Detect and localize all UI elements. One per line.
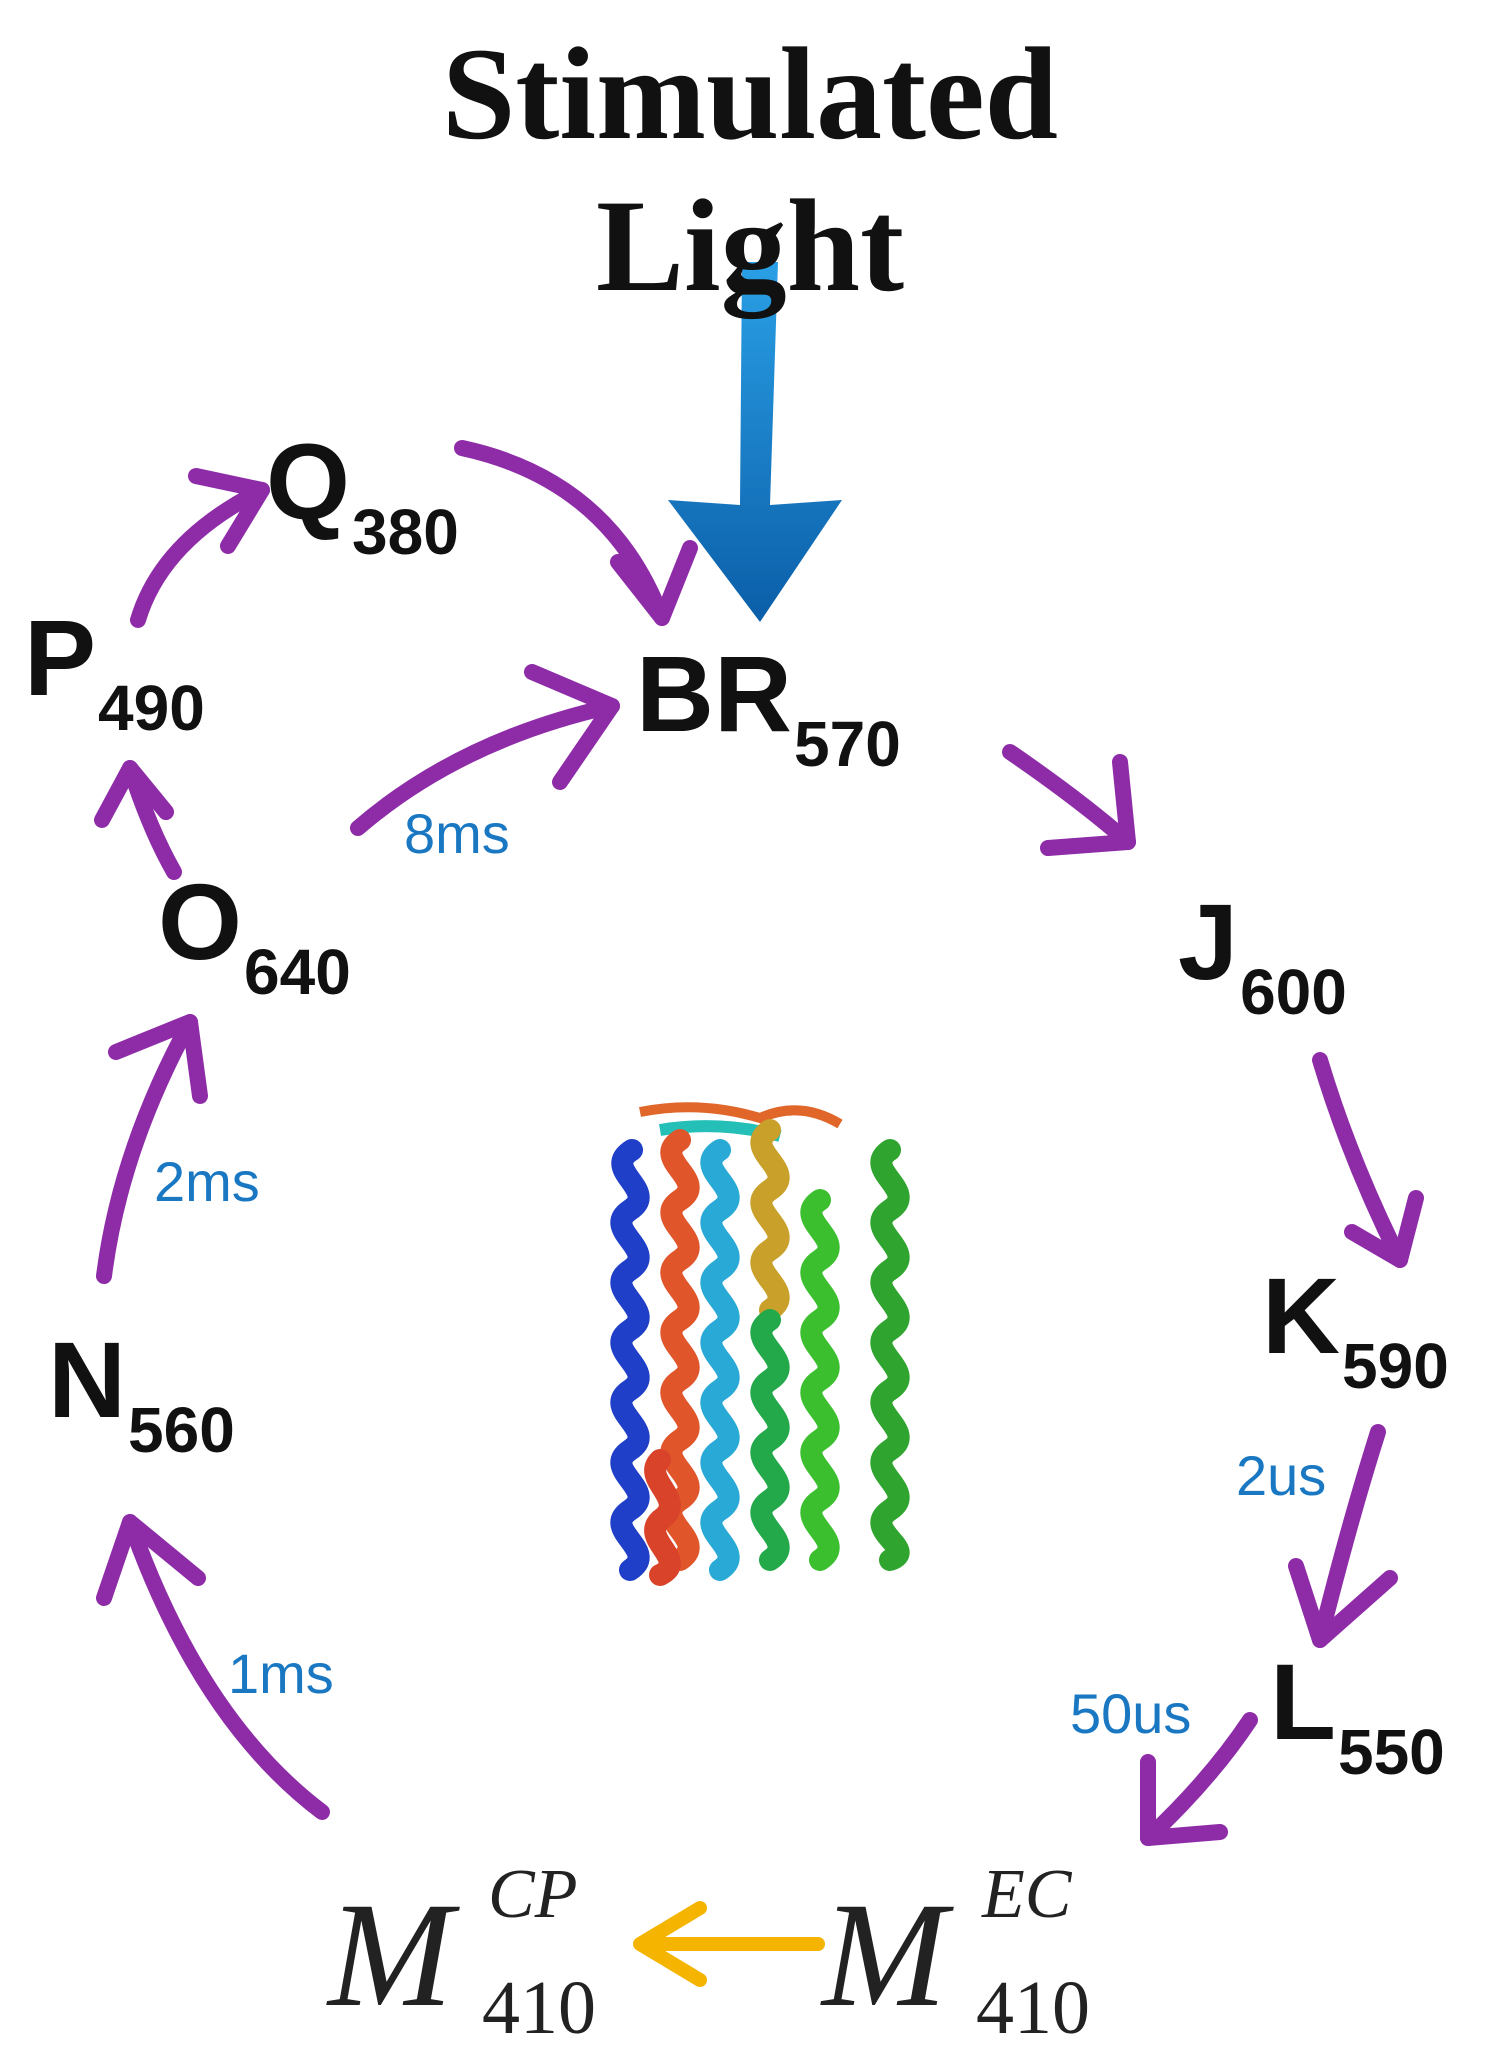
state-q: Q380	[266, 428, 459, 565]
state-m-cp-label: M	[328, 1872, 453, 2038]
state-m-cp-wavelength: 410	[482, 1966, 596, 2050]
time-k-to-l: 2us	[1236, 1444, 1327, 1507]
state-p-label: P	[24, 597, 97, 718]
state-o-label: O	[158, 861, 243, 982]
state-n-label: N	[48, 1319, 126, 1440]
arrow-n-to-o	[96, 1014, 208, 1284]
arrow-q-to-br	[454, 440, 698, 626]
arrow-o-to-br	[350, 664, 620, 836]
time-o-to-br: 8ms	[404, 802, 510, 865]
light-arrow-icon	[668, 262, 842, 622]
state-p: P490	[24, 604, 205, 741]
arrow-l-to-m-ec	[1140, 1712, 1258, 1846]
state-br-wavelength: 570	[794, 708, 901, 781]
state-m-cp: M CP 410	[328, 1860, 648, 2060]
state-k: K590	[1262, 1262, 1449, 1399]
state-m-ec: M EC 410	[822, 1860, 1142, 2060]
time-n-to-o: 2ms	[154, 1150, 260, 1213]
state-n-wavelength: 560	[128, 1394, 235, 1467]
title-line-1: Stimulated	[441, 20, 1059, 167]
state-br-label: BR	[636, 633, 792, 754]
state-m-ec-superscript: EC	[982, 1856, 1072, 1933]
state-k-wavelength: 590	[1342, 1330, 1449, 1403]
protein-helix-structure-icon	[610, 1102, 910, 1586]
state-l-wavelength: 550	[1337, 1716, 1445, 1789]
state-l-label: L	[1270, 1641, 1336, 1762]
arrow-br-to-j	[1002, 744, 1136, 856]
state-p-wavelength: 490	[98, 672, 205, 745]
time-l-to-m: 50us	[1070, 1682, 1192, 1745]
state-o: O640	[158, 868, 351, 1005]
state-l: L550	[1270, 1648, 1445, 1785]
arrow-p-to-q	[130, 468, 270, 628]
state-q-label: Q	[266, 421, 351, 542]
state-j-label: J	[1178, 881, 1239, 1002]
state-j-wavelength: 600	[1240, 956, 1347, 1029]
state-j: J600	[1178, 888, 1347, 1025]
arrow-j-to-k	[1312, 1052, 1424, 1268]
state-m-ec-label: M	[822, 1872, 947, 2038]
arrow-m-cp-to-n	[96, 1514, 330, 1820]
state-m-cp-superscript: CP	[488, 1856, 578, 1933]
state-k-label: K	[1262, 1255, 1340, 1376]
state-m-ec-wavelength: 410	[976, 1966, 1090, 2050]
arrow-o-to-p	[94, 760, 182, 880]
time-m-to-n: 1ms	[228, 1642, 334, 1705]
state-o-wavelength: 640	[244, 936, 351, 1009]
state-br: BR570	[636, 640, 901, 777]
state-n: N560	[48, 1326, 235, 1463]
arrow-k-to-l	[1288, 1424, 1398, 1648]
arrow-m-ec-to-m-cp	[633, 1901, 825, 1987]
title-line-2: Light	[595, 172, 905, 319]
state-q-wavelength: 380	[352, 496, 459, 569]
